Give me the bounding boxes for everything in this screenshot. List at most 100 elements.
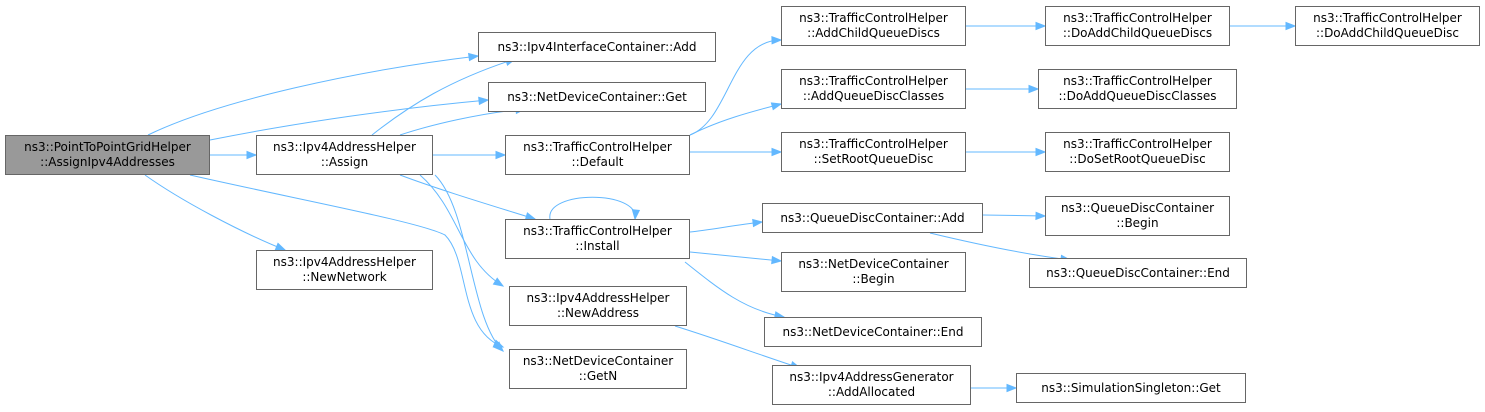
edge-line xyxy=(189,174,504,348)
edge-arrowhead xyxy=(752,218,764,228)
edge-line xyxy=(209,99,489,141)
edge-default-to-set-root-qdisc xyxy=(690,147,783,157)
node-label-line: ::DoSetRootQueueDisc xyxy=(1069,152,1206,166)
node-label-line: ns3::TrafficControlHelper xyxy=(1063,74,1212,88)
node-get-n[interactable]: ns3::NetDeviceContainer::GetN xyxy=(509,349,687,389)
edge-default-to-add-qdisc-classes xyxy=(689,102,783,136)
edge-arrowhead xyxy=(274,242,287,251)
node-label-line: ::GetN xyxy=(578,369,618,383)
node-ndc-end[interactable]: ns3::NetDeviceContainer::End xyxy=(764,317,982,347)
edge-line xyxy=(689,103,782,136)
node-label-line: ns3::Ipv4AddressGenerator xyxy=(789,370,954,384)
edge-arrowhead xyxy=(771,35,783,45)
node-do-add-child-qdisc[interactable]: ns3::TrafficControlHelper::DoAddChildQue… xyxy=(1295,6,1480,46)
node-label-line: ns3::QueueDiscContainer::Add xyxy=(780,210,965,225)
node-label-line: ns3::TrafficControlHelper xyxy=(1063,137,1212,151)
node-qdc-begin[interactable]: ns3::QueueDiscContainer::Begin xyxy=(1045,196,1230,236)
edge-root-to-netdevice-get xyxy=(209,96,490,141)
node-label-line: ::Assign xyxy=(320,155,369,169)
node-ipv4-interface-add[interactable]: ns3::Ipv4InterfaceContainer::Add xyxy=(478,32,716,62)
node-label-line: ns3::TrafficControlHelper xyxy=(1313,11,1462,25)
node-label-line: ::AddChildQueueDiscs xyxy=(807,26,940,40)
node-root: ns3::PointToPointGridHelper::AssignIpv4A… xyxy=(5,135,210,175)
edge-do-add-child-to-do-add-child-qdisc xyxy=(1230,21,1297,31)
edge-line xyxy=(434,174,504,352)
edge-line xyxy=(371,58,516,136)
edge-arrowhead xyxy=(478,96,490,106)
edge-arrowhead xyxy=(771,147,783,157)
node-do-add-qdisc-classes[interactable]: ns3::TrafficControlHelper::DoAddQueueDis… xyxy=(1038,69,1237,109)
node-label-line: ns3::Ipv4InterfaceContainer::Add xyxy=(497,39,697,54)
node-label-line: ::AddQueueDiscClasses xyxy=(802,89,945,103)
edge-root-to-ipv4-interface-add xyxy=(147,52,480,136)
edge-arrowhead xyxy=(1035,147,1047,157)
edge-line xyxy=(144,174,286,251)
edge-assign-to-tc-install xyxy=(399,174,537,221)
edge-install-to-ndc-end xyxy=(684,261,786,320)
node-label-line: ns3::SimulationSingleton::Get xyxy=(1041,380,1221,395)
edge-line xyxy=(399,174,536,220)
node-label-line: ::Install xyxy=(575,239,620,253)
node-label-line: ns3::TrafficControlHelper xyxy=(523,224,672,238)
node-qdc-add[interactable]: ns3::QueueDiscContainer::Add xyxy=(762,203,983,233)
edge-arrowhead xyxy=(1035,211,1047,221)
node-label-line: ::DoAddQueueDiscClasses xyxy=(1058,89,1217,103)
node-label-line: ns3::QueueDiscContainer::End xyxy=(1046,265,1230,280)
node-label-line: ns3::NetDeviceContainer xyxy=(798,257,949,271)
node-set-root-qdisc[interactable]: ns3::TrafficControlHelper::SetRootQueueD… xyxy=(781,132,966,172)
edge-line xyxy=(982,214,1046,217)
node-do-set-root-qdisc[interactable]: ns3::TrafficControlHelper::DoSetRootQueu… xyxy=(1045,132,1230,172)
edge-assign-to-new-address xyxy=(419,174,505,287)
edge-add-allocated-to-singleton-get xyxy=(971,383,1018,393)
node-ipv4-assign[interactable]: ns3::Ipv4AddressHelper::Assign xyxy=(256,135,433,175)
node-qdc-end[interactable]: ns3::QueueDiscContainer::End xyxy=(1029,258,1247,288)
node-label-line: ns3::TrafficControlHelper xyxy=(1063,11,1212,25)
edge-arrowhead xyxy=(1035,21,1047,31)
node-label-line: ns3::TrafficControlHelper xyxy=(799,137,948,151)
node-label-line: ::Begin xyxy=(1116,216,1159,230)
node-do-add-child-qdiscs[interactable]: ns3::TrafficControlHelper::DoAddChildQue… xyxy=(1045,6,1230,46)
edge-arrowhead xyxy=(495,150,507,160)
edge-install-to-qdc-add xyxy=(689,218,764,233)
node-label-line: ns3::TrafficControlHelper xyxy=(523,140,672,154)
node-label-line: ns3::TrafficControlHelper xyxy=(799,74,948,88)
node-label-line: ::DoAddChildQueueDisc xyxy=(1315,26,1459,40)
node-new-network[interactable]: ns3::Ipv4AddressHelper::NewNetwork xyxy=(256,250,433,290)
edge-line xyxy=(419,174,504,287)
node-label-line: ns3::Ipv4AddressHelper xyxy=(526,291,670,305)
node-label-line: ::AssignIpv4Addresses xyxy=(40,155,175,169)
edge-arrowhead xyxy=(1028,84,1040,94)
edge-line xyxy=(689,221,763,233)
edge-root-to-ipv4-assign xyxy=(210,150,258,160)
edge-install-to-ndc-begin xyxy=(689,251,783,265)
node-add-allocated[interactable]: ns3::Ipv4AddressGenerator::AddAllocated xyxy=(772,365,971,405)
edge-default-to-add-child-qdiscs xyxy=(689,35,783,136)
node-label-line: ::NewAddress xyxy=(556,306,640,320)
node-tc-install[interactable]: ns3::TrafficControlHelper::Install xyxy=(505,219,690,259)
edge-arrowhead xyxy=(1006,383,1018,393)
node-label-line: ns3::TrafficControlHelper xyxy=(799,11,948,25)
edge-root-to-new-network xyxy=(144,174,287,251)
edge-set-root-to-do-set-root xyxy=(966,147,1047,157)
node-label-line: ns3::NetDeviceContainer xyxy=(522,354,674,368)
node-add-qdisc-classes[interactable]: ns3::TrafficControlHelper::AddQueueDiscC… xyxy=(781,69,966,109)
node-add-child-qdiscs[interactable]: ns3::TrafficControlHelper::AddChildQueue… xyxy=(781,6,966,46)
edge-assign-to-get-n xyxy=(434,174,504,352)
node-label-line: ::Begin xyxy=(852,272,895,286)
edge-line xyxy=(674,325,801,369)
node-netdevice-get[interactable]: ns3::NetDeviceContainer::Get xyxy=(488,82,706,112)
edge-arrowhead xyxy=(493,341,504,352)
node-label-line: ::DoAddChildQueueDiscs xyxy=(1062,26,1213,40)
node-ndc-begin[interactable]: ns3::NetDeviceContainer::Begin xyxy=(781,252,966,292)
edge-line xyxy=(689,251,782,262)
edge-add-classes-to-do-add-classes xyxy=(966,84,1040,94)
node-tc-default[interactable]: ns3::TrafficControlHelper::Default xyxy=(505,135,690,175)
edge-assign-to-tc-default xyxy=(433,150,507,160)
node-label-line: ns3::Ipv4AddressHelper xyxy=(273,140,416,154)
node-new-address[interactable]: ns3::Ipv4AddressHelper::NewAddress xyxy=(509,286,687,326)
node-label-line: ::Default xyxy=(571,155,624,169)
node-label-line: ::SetRootQueueDisc xyxy=(813,152,934,166)
edge-arrowhead xyxy=(468,52,480,62)
node-singleton-get[interactable]: ns3::SimulationSingleton::Get xyxy=(1016,373,1246,403)
